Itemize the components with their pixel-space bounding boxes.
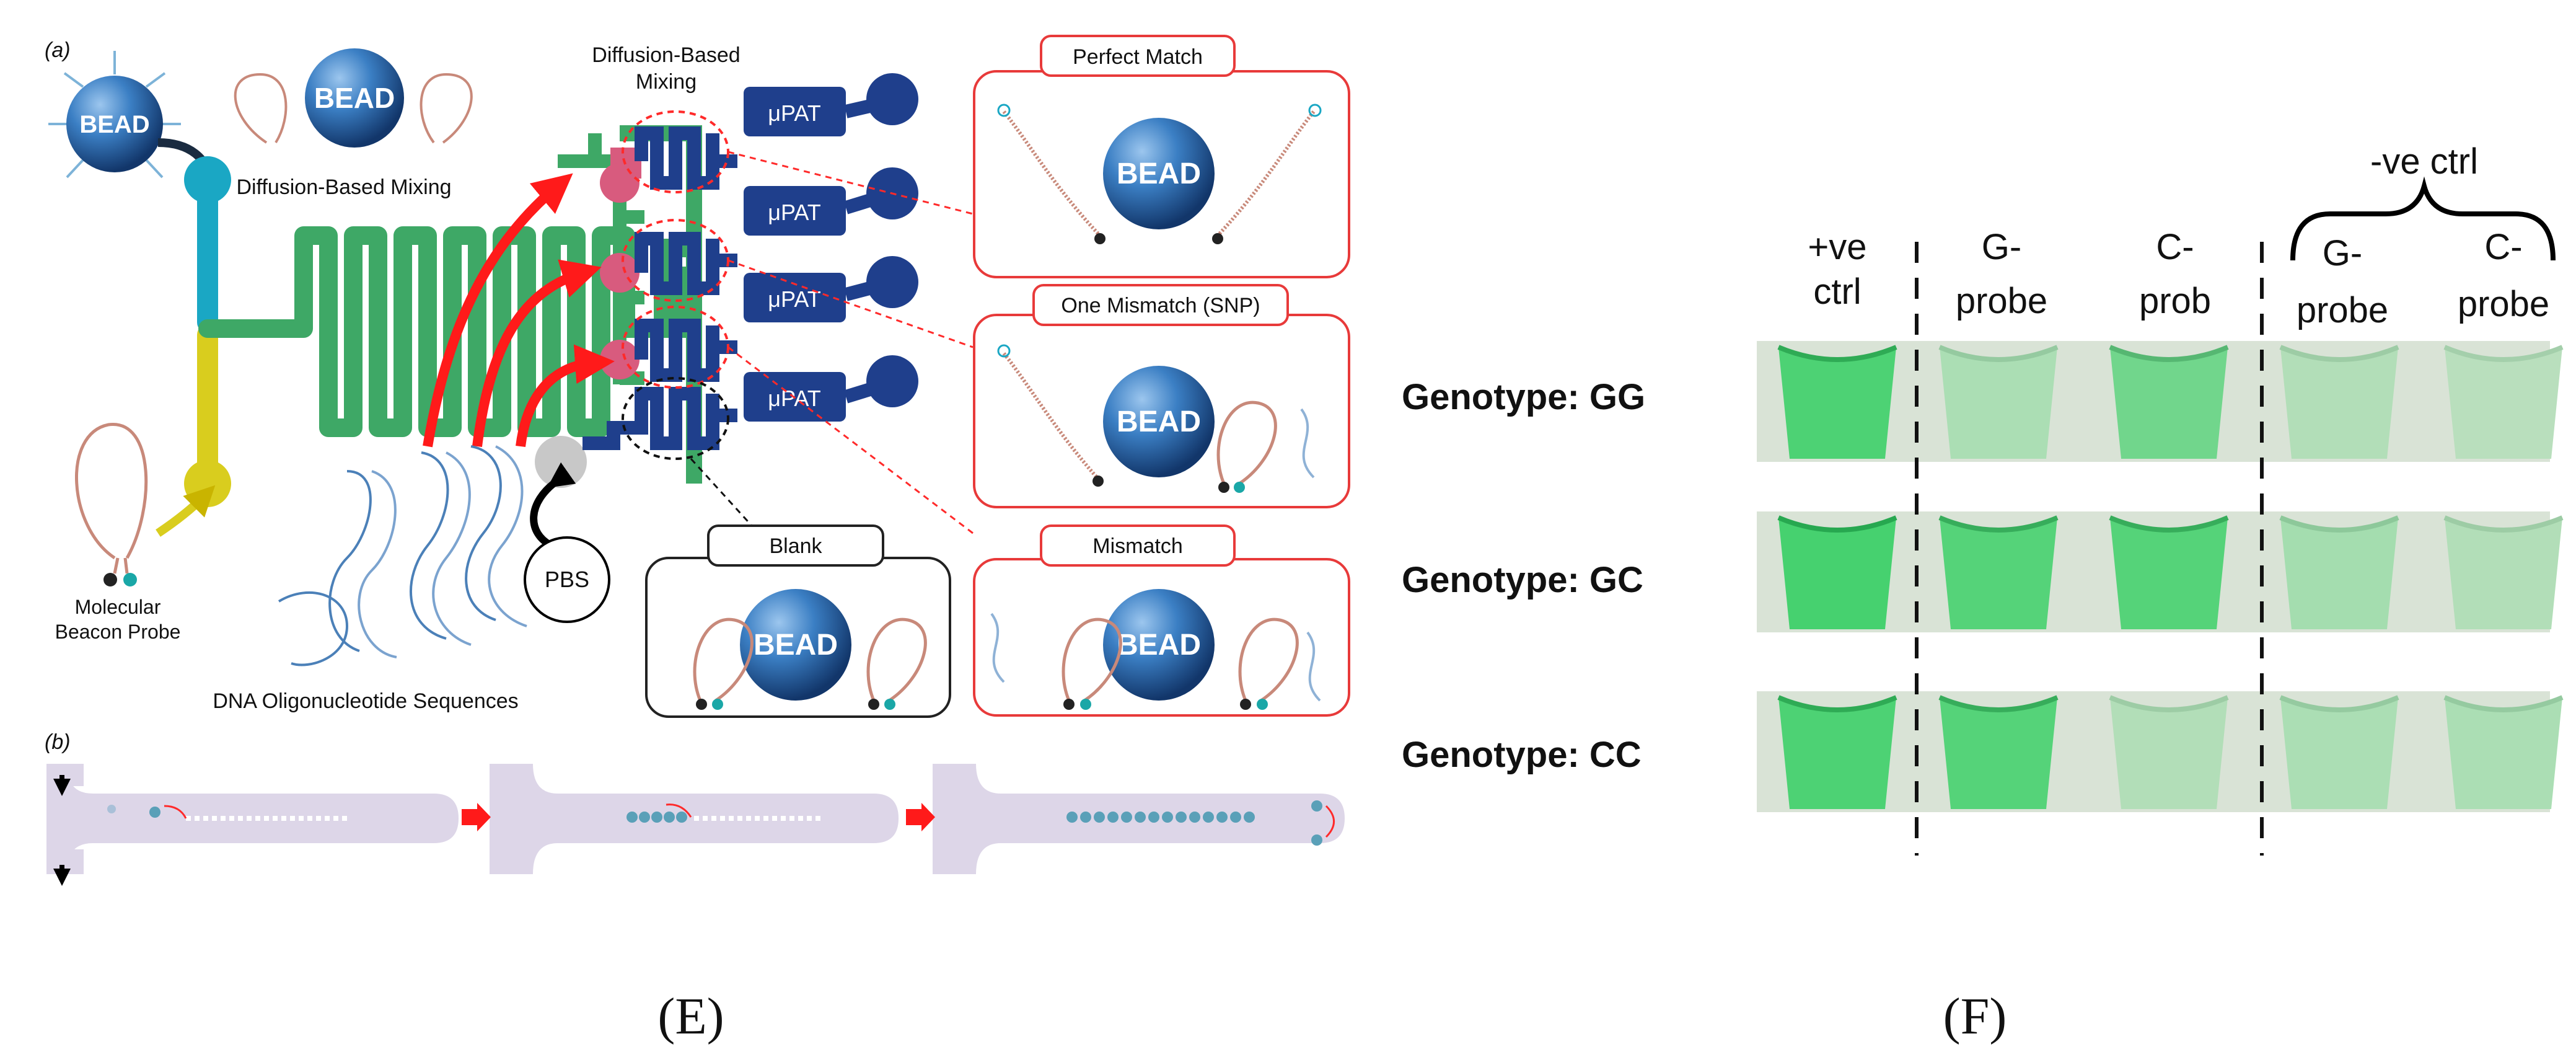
unit-2: μPAT <box>600 167 918 295</box>
upat-label-1: μPAT <box>768 100 820 126</box>
bead-top: BEAD <box>234 48 473 148</box>
unit-1: μPAT <box>600 73 918 203</box>
panel-f: -ve ctrl +ve ctrl G- probe C- prob G- pr… <box>1402 141 2564 1045</box>
bead-top-label: BEAD <box>314 82 395 114</box>
diffusion-mixing-left-label: Diffusion-Based Mixing <box>236 175 451 199</box>
diffusion-mixing-top-label-2: Mixing <box>636 70 697 94</box>
mismatch-label: Mismatch <box>1092 534 1182 558</box>
molecular-beacon-label-2: Beacon Probe <box>55 621 181 643</box>
channel-stage-2 <box>490 764 899 874</box>
panel-e-caption: (E) <box>657 988 724 1045</box>
pbs-circle <box>524 536 610 623</box>
row-label-gg: Genotype: GG <box>1402 377 1645 417</box>
col-5-line-1: C- <box>2484 227 2522 267</box>
tube-meniscus <box>2279 515 2399 533</box>
col-3-line-2: prob <box>2139 281 2211 321</box>
neg-ctrl-label: -ve ctrl <box>2370 141 2478 182</box>
upat-label-2: μPAT <box>768 200 820 225</box>
bead-left-label: BEAD <box>79 111 149 138</box>
box-perfect-match: Perfect Match BEAD <box>973 35 1350 278</box>
bead-mismatch-label: BEAD <box>1117 629 1201 662</box>
tube-meniscus <box>2109 515 2229 533</box>
col-2-line-2: probe <box>1956 281 2047 321</box>
tube-meniscus <box>1777 345 1897 362</box>
sample-tube <box>2445 347 2562 459</box>
box-one-mismatch: One Mismatch (SNP) BEAD <box>973 284 1350 508</box>
panel-f-caption: (F) <box>1943 988 2007 1045</box>
tube-meniscus <box>1777 515 1897 533</box>
bead-blank-label: BEAD <box>754 629 838 662</box>
row-label-cc: Genotype: CC <box>1402 735 1642 775</box>
sample-tube <box>1940 518 2057 629</box>
col-1-line-1: +ve <box>1808 227 1866 267</box>
pbs-label: PBS <box>545 567 589 592</box>
sample-tube <box>1778 347 1896 459</box>
molecular-beacon-label-1: Molecular <box>75 596 161 618</box>
col-5-line-2: probe <box>2458 284 2549 324</box>
col-4-line-2: probe <box>2297 290 2388 330</box>
sample-tube <box>1778 518 1896 629</box>
tube-meniscus <box>2109 695 2229 712</box>
dna-strands <box>278 445 527 666</box>
pbs-arrow <box>530 462 576 549</box>
subpanel-b-label: (b) <box>45 730 71 754</box>
tube-meniscus <box>1938 515 2059 533</box>
beacon-inlet-arrow <box>156 485 216 537</box>
col-1-line-2: ctrl <box>1813 272 1861 312</box>
sample-tube <box>1778 697 1896 809</box>
tube-meniscus <box>2443 515 2564 533</box>
blank-label: Blank <box>769 534 822 558</box>
sample-tube <box>2110 518 2228 629</box>
tube-meniscus <box>1777 695 1897 712</box>
tube-meniscus <box>2279 695 2399 712</box>
sample-tube <box>2445 697 2562 809</box>
dna-arrows <box>423 173 615 448</box>
tube-meniscus <box>2443 345 2564 362</box>
bead-left: BEAD <box>48 51 181 179</box>
bead-perfect-label: BEAD <box>1117 157 1201 190</box>
col-2-line-1: G- <box>1982 227 2021 267</box>
tube-meniscus <box>2443 695 2564 712</box>
subpanel-b-channels <box>46 764 1345 886</box>
sample-tube <box>2445 518 2562 629</box>
box-connectors <box>690 151 974 534</box>
column-headers: +ve ctrl G- probe C- prob G- probe C- pr… <box>1808 227 2549 330</box>
col-3-line-1: C- <box>2156 227 2194 267</box>
unit-3: μPAT <box>600 256 918 382</box>
tube-meniscus <box>1938 345 2059 362</box>
bead-one-mismatch-label: BEAD <box>1117 405 1201 438</box>
col-4-line-1: G- <box>2323 233 2362 273</box>
channel-stage-1 <box>46 764 459 886</box>
one-mismatch-label: One Mismatch (SNP) <box>1061 294 1260 317</box>
box-mismatch: Mismatch BEAD <box>973 524 1350 717</box>
row-label-gc: Genotype: GC <box>1402 560 1643 600</box>
sample-tube <box>1940 347 2057 459</box>
tube-strips <box>1757 341 2564 812</box>
stage-arrows <box>462 803 935 831</box>
sample-tube <box>2110 347 2228 459</box>
sample-tube <box>2280 518 2398 629</box>
sample-tube <box>2280 347 2398 459</box>
inlet-channels <box>184 156 313 507</box>
channel-stage-3 <box>933 764 1345 874</box>
sample-tube <box>1940 697 2057 809</box>
tube-meniscus <box>2109 345 2229 362</box>
sample-tube <box>2280 697 2398 809</box>
molecular-beacon <box>75 423 148 586</box>
neg-ctrl-brace <box>2290 176 2556 261</box>
dna-sequences-label: DNA Oligonucleotide Sequences <box>213 689 518 713</box>
subpanel-a-label: (a) <box>45 38 71 62</box>
panel-e: (a) BEAD BEAD Diffusion-Based Mixing <box>45 35 1350 1045</box>
sample-tube <box>2110 697 2228 809</box>
box-blank: Blank BEAD <box>645 524 951 718</box>
tube-meniscus <box>2279 345 2399 362</box>
diffusion-mixing-top-label-1: Diffusion-Based <box>592 43 740 67</box>
tube-meniscus <box>1938 695 2059 712</box>
perfect-match-label: Perfect Match <box>1073 45 1203 69</box>
